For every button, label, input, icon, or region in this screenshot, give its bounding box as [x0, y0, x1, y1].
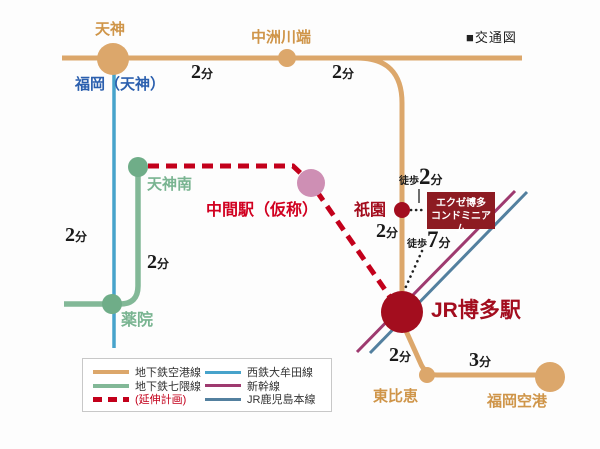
- station-node-tenjin-minami: [128, 157, 148, 177]
- extension-plan-swatch: [93, 396, 129, 402]
- map-title: ■交通図: [466, 30, 517, 45]
- legend-label-shinkansen: 新幹線: [247, 380, 280, 393]
- time-number: 2: [191, 61, 201, 83]
- time-unit: 分: [75, 230, 88, 244]
- travel-time-nakasu-branch: 2分: [332, 61, 354, 84]
- station-label-higashi-hie: 東比恵: [373, 388, 419, 405]
- station-label-gion: 祇園: [354, 202, 387, 219]
- time-number: 2: [376, 220, 386, 242]
- time-number: 2: [419, 164, 431, 189]
- legend-label-airport: 地下鉄空港線: [135, 367, 201, 379]
- walk-prefix: 徒歩: [399, 176, 419, 187]
- legend-item-extension-plan: (延伸計画): [93, 393, 205, 406]
- extension-plan-dashed-path: [148, 163, 400, 309]
- travel-time-gion-hakata: 2分: [376, 220, 398, 243]
- legend-item-jr-kagoshima-line: JR鹿児島本線: [205, 393, 323, 406]
- walk-time-gion: 徒歩2分: [399, 164, 443, 190]
- time-unit: 分: [157, 257, 170, 271]
- station-label-yakuin: 薬院: [121, 312, 154, 329]
- walk-time-hakata: 徒歩7分: [407, 227, 451, 253]
- station-node-tenjin: [97, 43, 129, 75]
- station-node-gion: [394, 202, 410, 218]
- time-unit: 分: [479, 355, 492, 369]
- travel-time-tenjin-nakasu: 2分: [191, 61, 213, 84]
- legend-item-nanakuma-line: 地下鉄七隈線: [93, 380, 205, 393]
- station-node-chukan: [297, 169, 325, 197]
- walk-prefix: 徒歩: [407, 239, 427, 250]
- property-name-line2: コンドミニアム: [431, 211, 491, 235]
- legend-label-extension: (延伸計画): [135, 394, 187, 406]
- legend-item-airport-line: 地下鉄空港線: [93, 366, 205, 379]
- time-unit: 分: [399, 350, 412, 364]
- station-node-yakuin: [102, 294, 122, 314]
- nishitetsu-line-swatch: [205, 370, 241, 374]
- airport-line-swatch: [93, 370, 129, 374]
- jr-kagoshima-line-swatch: [205, 397, 241, 401]
- time-unit: 分: [438, 236, 451, 250]
- station-label-tenjin: 天神: [95, 21, 126, 38]
- time-number: 3: [469, 349, 479, 371]
- property-label-box: エクゼ博多 コンドミニアム: [427, 192, 495, 235]
- walk-route-dotted-hakata: [402, 249, 424, 293]
- time-number: 2: [332, 61, 342, 83]
- travel-time-nishitetsu: 2分: [65, 224, 87, 247]
- shinkansen-swatch: [205, 384, 241, 387]
- travel-time-hakata-higashihie: 2分: [389, 344, 411, 367]
- time-unit: 分: [342, 67, 355, 81]
- station-label-fukuoka-airport: 福岡空港: [487, 393, 548, 410]
- nanakuma-line-swatch: [93, 383, 129, 388]
- time-number: 7: [427, 227, 439, 252]
- legend-box: 地下鉄空港線 地下鉄七隈線 (延伸計画) 西鉄大牟田線 新幹線 JR鹿: [82, 358, 332, 412]
- time-unit: 分: [430, 173, 443, 187]
- travel-time-nanakuma: 2分: [147, 251, 169, 274]
- station-label-nakasu-kawabata: 中洲川端: [251, 29, 312, 46]
- time-number: 2: [65, 224, 75, 246]
- legend-label-jr-kagoshima: JR鹿児島本線: [247, 394, 316, 406]
- time-unit: 分: [386, 226, 399, 240]
- station-label-jr-hakata: JR博多駅: [431, 299, 521, 322]
- legend-label-nishitetsu: 西鉄大牟田線: [247, 367, 313, 379]
- station-node-nakasu-kawabata: [278, 49, 296, 67]
- travel-time-higashihie-airport: 3分: [469, 349, 491, 372]
- station-label-tenjin-minami: 天神南: [147, 176, 193, 193]
- legend-item-nishitetsu-line: 西鉄大牟田線: [205, 366, 323, 379]
- property-name-line1: エクゼ博多: [436, 198, 486, 209]
- station-label-chukan: 中間駅（仮称）: [206, 202, 319, 219]
- time-number: 2: [389, 344, 399, 366]
- time-number: 2: [147, 251, 157, 273]
- station-label-fukuoka-tenjin: 福岡（天神）: [75, 76, 166, 93]
- station-node-fukuoka-airport: [535, 362, 565, 392]
- legend-label-nanakuma: 地下鉄七隈線: [135, 380, 201, 393]
- legend-item-shinkansen: 新幹線: [205, 380, 323, 393]
- time-unit: 分: [201, 67, 214, 81]
- legend-column-left: 地下鉄空港線 地下鉄七隈線 (延伸計画): [93, 366, 205, 406]
- station-node-higashi-hie: [419, 367, 435, 383]
- station-node-jr-hakata: [381, 291, 423, 333]
- legend-column-right: 西鉄大牟田線 新幹線 JR鹿児島本線: [205, 366, 323, 406]
